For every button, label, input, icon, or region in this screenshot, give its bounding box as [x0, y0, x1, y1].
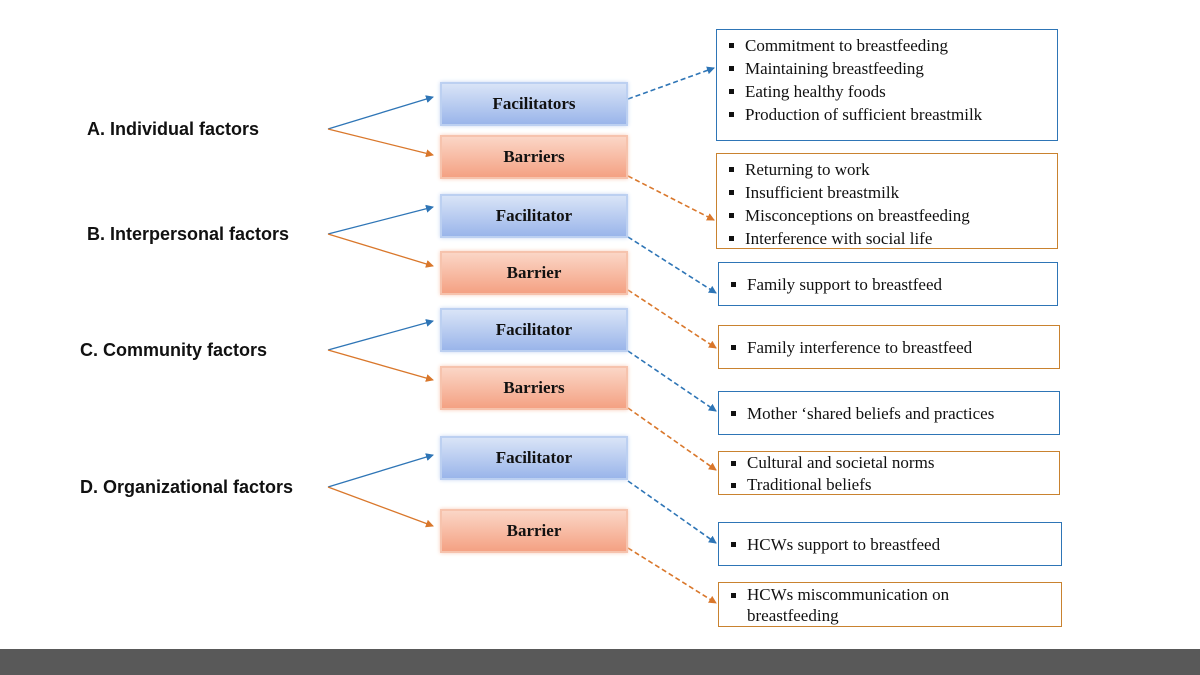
- list-item: Misconceptions on breastfeeding: [727, 204, 1047, 227]
- list-item: Returning to work: [727, 158, 1047, 181]
- list-item: HCWs miscommunication on breastfeeding: [729, 584, 1051, 626]
- detail-box-interpersonal-facilitator: Family support to breastfeed: [718, 262, 1058, 306]
- detail-box-community-facilitator: Mother ‘shared beliefs and practices: [718, 391, 1060, 435]
- arrow-b-facilitator: [327, 204, 434, 235]
- list-item: Family support to breastfeed: [729, 273, 1047, 296]
- node-individual-barriers: Barriers: [440, 135, 628, 179]
- detail-box-organizational-facilitator: HCWs support to breastfeed: [718, 522, 1062, 566]
- dashed-arrow-3: [627, 236, 717, 294]
- arrow-c-barrier: [327, 349, 434, 382]
- factor-label-community: C. Community factors: [80, 340, 268, 360]
- arrow-a-barrier: [327, 128, 434, 158]
- detail-box-individual-barriers: Returning to work Insufficient breastmil…: [716, 153, 1058, 249]
- arrow-a-facilitator: [327, 95, 434, 130]
- arrow-b-barrier: [327, 233, 434, 268]
- arrow-c-facilitator: [327, 319, 434, 351]
- node-interpersonal-facilitator: Facilitator: [440, 194, 628, 238]
- dashed-arrow-2: [627, 175, 715, 221]
- arrow-d-facilitator: [327, 453, 434, 488]
- node-interpersonal-barrier: Barrier: [440, 251, 628, 295]
- detail-box-individual-facilitators: Commitment to breastfeeding Maintaining …: [716, 29, 1058, 141]
- list-item: Interference with social life: [727, 227, 1047, 250]
- list-item: Mother ‘shared beliefs and practices: [729, 402, 1049, 425]
- dashed-arrow-5: [627, 350, 717, 412]
- detail-box-community-barriers: Cultural and societal norms Traditional …: [718, 451, 1060, 495]
- list-item: Traditional beliefs: [729, 474, 1049, 496]
- list-item: Production of sufficient breastmilk: [727, 103, 1047, 126]
- list-item: Maintaining breastfeeding: [727, 57, 1047, 80]
- arrow-d-barrier: [327, 486, 434, 528]
- dashed-arrow-4: [627, 289, 717, 349]
- list-item: Cultural and societal norms: [729, 452, 1049, 474]
- list-item: Family interference to breastfeed: [729, 336, 1049, 359]
- factor-label-individual: A. Individual factors: [87, 119, 260, 139]
- node-organizational-barrier: Barrier: [440, 509, 628, 553]
- dashed-arrow-6: [627, 407, 717, 471]
- detail-box-organizational-barrier: HCWs miscommunication on breastfeeding: [718, 582, 1062, 627]
- footer-bar: [0, 649, 1200, 675]
- dashed-arrow-8: [627, 547, 717, 604]
- list-item: HCWs support to breastfeed: [729, 533, 1051, 556]
- list-item: Eating healthy foods: [727, 80, 1047, 103]
- factor-label-interpersonal: B. Interpersonal factors: [87, 224, 290, 244]
- dashed-arrow-1: [627, 66, 715, 100]
- node-community-barriers: Barriers: [440, 366, 628, 410]
- node-organizational-facilitator: Facilitator: [440, 436, 628, 480]
- factor-label-organizational: D. Organizational factors: [80, 477, 294, 497]
- detail-box-interpersonal-barrier: Family interference to breastfeed: [718, 325, 1060, 369]
- dashed-arrow-7: [627, 480, 717, 544]
- node-individual-facilitators: Facilitators: [440, 82, 628, 126]
- list-item: Commitment to breastfeeding: [727, 34, 1047, 57]
- list-item: Insufficient breastmilk: [727, 181, 1047, 204]
- node-community-facilitator: Facilitator: [440, 308, 628, 352]
